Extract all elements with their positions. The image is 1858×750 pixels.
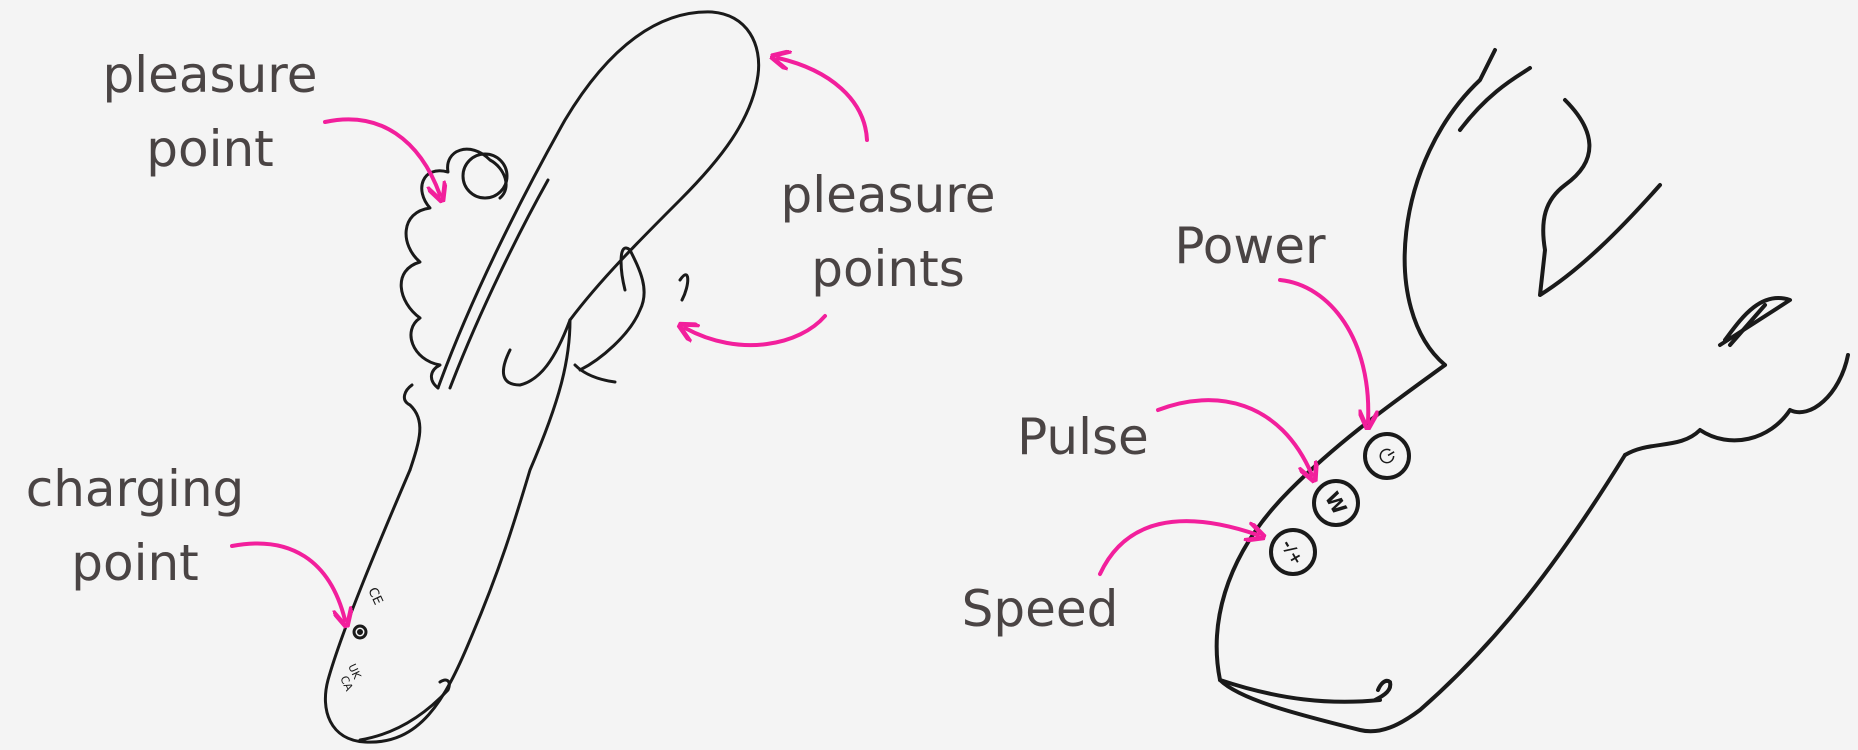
rabbit-ear-front: [501, 318, 572, 387]
handle-base-tip: [1373, 678, 1393, 702]
handle-zigzag: [1538, 98, 1662, 297]
handle-left-edge: [402, 383, 422, 472]
handle-base-curve: [1218, 678, 1382, 704]
label-charging-point: charging point: [5, 452, 265, 600]
ukca-mark-top: UK: [345, 662, 364, 682]
label-pleasure-points-line2: points: [811, 240, 965, 298]
pulse-button[interactable]: [1312, 479, 1360, 527]
handle-body: [323, 318, 572, 744]
pulse-button-glyph: W: [1320, 487, 1352, 518]
handle-ridge: [1718, 296, 1792, 347]
handle-top-notch: [1458, 66, 1532, 132]
main-shaft: [436, 10, 761, 390]
speed-button-glyph: -/+: [1278, 536, 1307, 568]
label-charging-point-line1: charging: [25, 460, 245, 518]
label-speed: Speed: [961, 580, 1119, 638]
control-buttons: [1269, 432, 1411, 576]
arrow-pleasure-points-top: [778, 58, 869, 142]
arrow-charging-point: [230, 541, 345, 620]
main-shaft-inner: [448, 178, 550, 390]
arrow-speed: [1098, 519, 1258, 576]
arrow-pleasure-points-bottom: [685, 314, 827, 348]
speed-button[interactable]: [1269, 528, 1317, 576]
label-pleasure-points-line1: pleasure: [780, 166, 996, 224]
handle-bumps: [1623, 353, 1850, 457]
rabbit-notch: [573, 363, 617, 384]
handle-top-edge: [1402, 48, 1497, 367]
handle-ridge-2: [1728, 303, 1767, 347]
rabbit-ear-3: [678, 273, 690, 302]
beaded-arm: [399, 147, 508, 390]
label-pleasure-point-line2: point: [146, 120, 274, 178]
label-power: Power: [1174, 217, 1326, 275]
rabbit-ear-1: [578, 248, 646, 372]
arrow-pulse: [1156, 398, 1312, 475]
bead-tip: [461, 152, 509, 200]
handle-upper-body: [1214, 363, 1627, 734]
ce-mark: CE: [364, 585, 385, 607]
label-charging-point-line2: point: [71, 534, 199, 592]
label-pleasure-point-line1: pleasure: [102, 46, 318, 104]
handle-closeup-outline: [1214, 48, 1850, 734]
label-pleasure-points: pleasure points: [768, 158, 1008, 306]
charging-port: [352, 624, 368, 640]
base-tip: [358, 678, 451, 742]
power-button-glyph: ⏻: [1373, 443, 1402, 469]
arrow-power: [1278, 278, 1368, 422]
label-pulse: Pulse: [1017, 408, 1149, 466]
power-button[interactable]: [1363, 432, 1411, 480]
label-pleasure-point: pleasure point: [90, 38, 330, 186]
rabbit-vibrator-outline: [323, 10, 761, 744]
rabbit-ear-2: [619, 246, 632, 292]
arrow-pleasure-point: [323, 117, 440, 195]
ukca-mark-bottom: CA: [337, 674, 355, 694]
